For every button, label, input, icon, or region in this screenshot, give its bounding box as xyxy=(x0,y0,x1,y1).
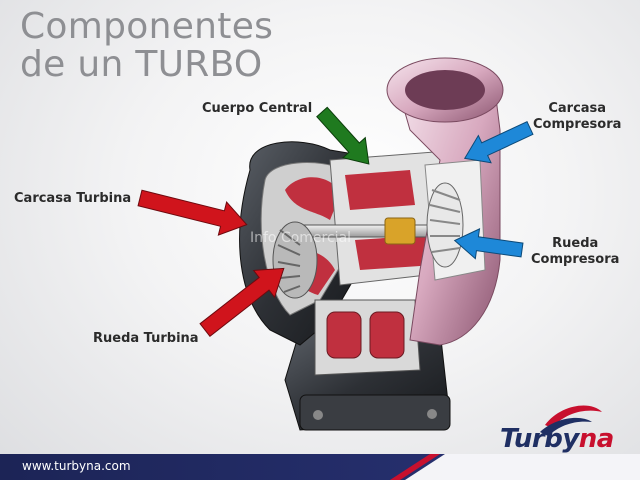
bearing xyxy=(384,217,416,245)
arrow-rueda-turbina xyxy=(199,267,285,338)
turbine-wheel xyxy=(272,221,318,299)
footer: www.turbyna.com xyxy=(0,454,640,480)
brand-logo-part2: na xyxy=(578,424,615,454)
slide-title: Componentes de un TURBO xyxy=(20,8,273,84)
brand-logo: Turbyna xyxy=(500,424,614,454)
label-rueda-compresora-line2: Compresora xyxy=(531,252,620,267)
label-carcasa-compresora: Carcasa Compresora xyxy=(533,101,621,133)
brand-logo-part1: Turby xyxy=(500,424,579,454)
turbine-outlet-flange xyxy=(299,394,451,431)
label-carcasa-compresora-line2: Compresora xyxy=(533,117,622,132)
compressor-wheel xyxy=(426,182,464,268)
brand-swoosh-icon xyxy=(540,405,602,436)
title-line-2: de un TURBO xyxy=(20,44,263,85)
arrow-carcasa-compresora xyxy=(463,120,534,164)
label-rueda-turbina: Rueda Turbina xyxy=(93,331,199,346)
watermark: Info Comercial xyxy=(250,230,352,246)
title-line-1: Componentes xyxy=(20,6,274,47)
footer-url[interactable]: www.turbyna.com xyxy=(22,459,131,473)
footer-accent xyxy=(390,454,440,480)
label-rueda-compresora-line1: Rueda xyxy=(552,236,599,251)
arrow-carcasa-turbina xyxy=(137,189,248,236)
label-carcasa-turbina: Carcasa Turbina xyxy=(14,191,132,206)
label-carcasa-compresora-line1: Carcasa xyxy=(548,101,607,116)
arrow-cuerpo-central xyxy=(316,106,370,165)
arrow-rueda-compresora xyxy=(453,228,524,260)
label-cuerpo-central: Cuerpo Central xyxy=(202,101,313,116)
label-rueda-compresora: Rueda Compresora xyxy=(531,236,619,268)
